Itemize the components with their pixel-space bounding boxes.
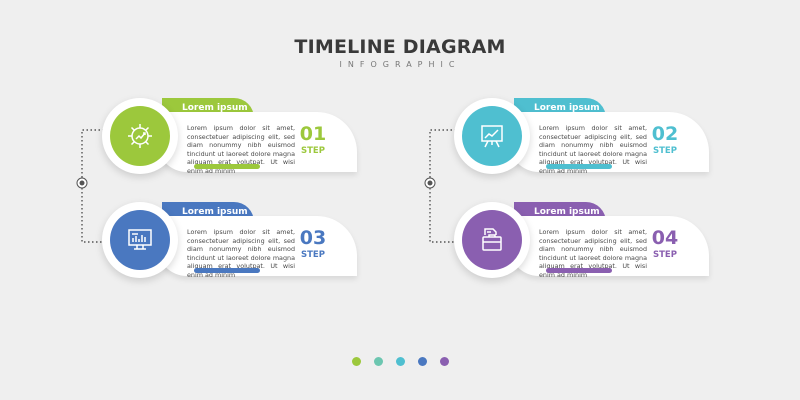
- pagination-dot: [352, 357, 361, 366]
- pagination-dot: [440, 357, 449, 366]
- step-card-04: Lorem ipsum Lorem ipsum dolor sit amet, …: [454, 202, 714, 282]
- step-description: Lorem ipsum dolor sit amet, consectetuer…: [187, 124, 295, 175]
- step-number: 03: [299, 227, 327, 249]
- step-body: [157, 112, 357, 172]
- step-icon-circle: [102, 98, 178, 174]
- step-description: Lorem ipsum dolor sit amet, consectetuer…: [539, 124, 647, 175]
- step-body: [509, 112, 709, 172]
- gear-chart-icon: [128, 124, 152, 148]
- step-heading: Lorem ipsum: [182, 207, 248, 217]
- step-icon-circle: [454, 98, 530, 174]
- pagination-dot: [396, 357, 405, 366]
- step-accent-bar: [194, 164, 260, 169]
- monitor-analytics-icon: [128, 229, 152, 250]
- step-accent-bar: [194, 268, 260, 273]
- step-description: Lorem ipsum dolor sit amet, consectetuer…: [539, 228, 647, 279]
- diagram-title: TIMELINE DIAGRAM: [294, 36, 506, 58]
- step-icon-circle: [454, 202, 530, 278]
- step-label: STEP: [653, 146, 677, 156]
- step-body: [157, 216, 357, 276]
- step-card-02: Lorem ipsum Lorem ipsum dolor sit amet, …: [454, 98, 714, 178]
- step-heading: Lorem ipsum: [534, 103, 600, 113]
- step-card-01: Lorem ipsum Lorem ipsum dolor sit amet, …: [102, 98, 362, 178]
- step-description: Lorem ipsum dolor sit amet, consectetuer…: [187, 228, 295, 279]
- step-accent-bar: [546, 268, 612, 273]
- pagination-dots: [352, 357, 449, 366]
- step-icon-circle: [102, 202, 178, 278]
- briefcase-document-icon: [482, 228, 502, 251]
- step-body: [509, 216, 709, 276]
- step-heading: Lorem ipsum: [182, 103, 248, 113]
- pagination-dot: [374, 357, 383, 366]
- step-number: 01: [299, 123, 327, 145]
- step-accent-bar: [546, 164, 612, 169]
- step-label: STEP: [653, 250, 677, 260]
- diagram-subtitle: INFOGRAPHIC: [339, 60, 461, 69]
- step-card-03: Lorem ipsum Lorem ipsum dolor sit amet, …: [102, 202, 362, 282]
- step-number: 04: [651, 227, 679, 249]
- presentation-board-icon: [481, 125, 503, 148]
- step-label: STEP: [301, 250, 325, 260]
- step-label: STEP: [301, 146, 325, 156]
- step-number: 02: [651, 123, 679, 145]
- pagination-dot: [418, 357, 427, 366]
- step-heading: Lorem ipsum: [534, 207, 600, 217]
